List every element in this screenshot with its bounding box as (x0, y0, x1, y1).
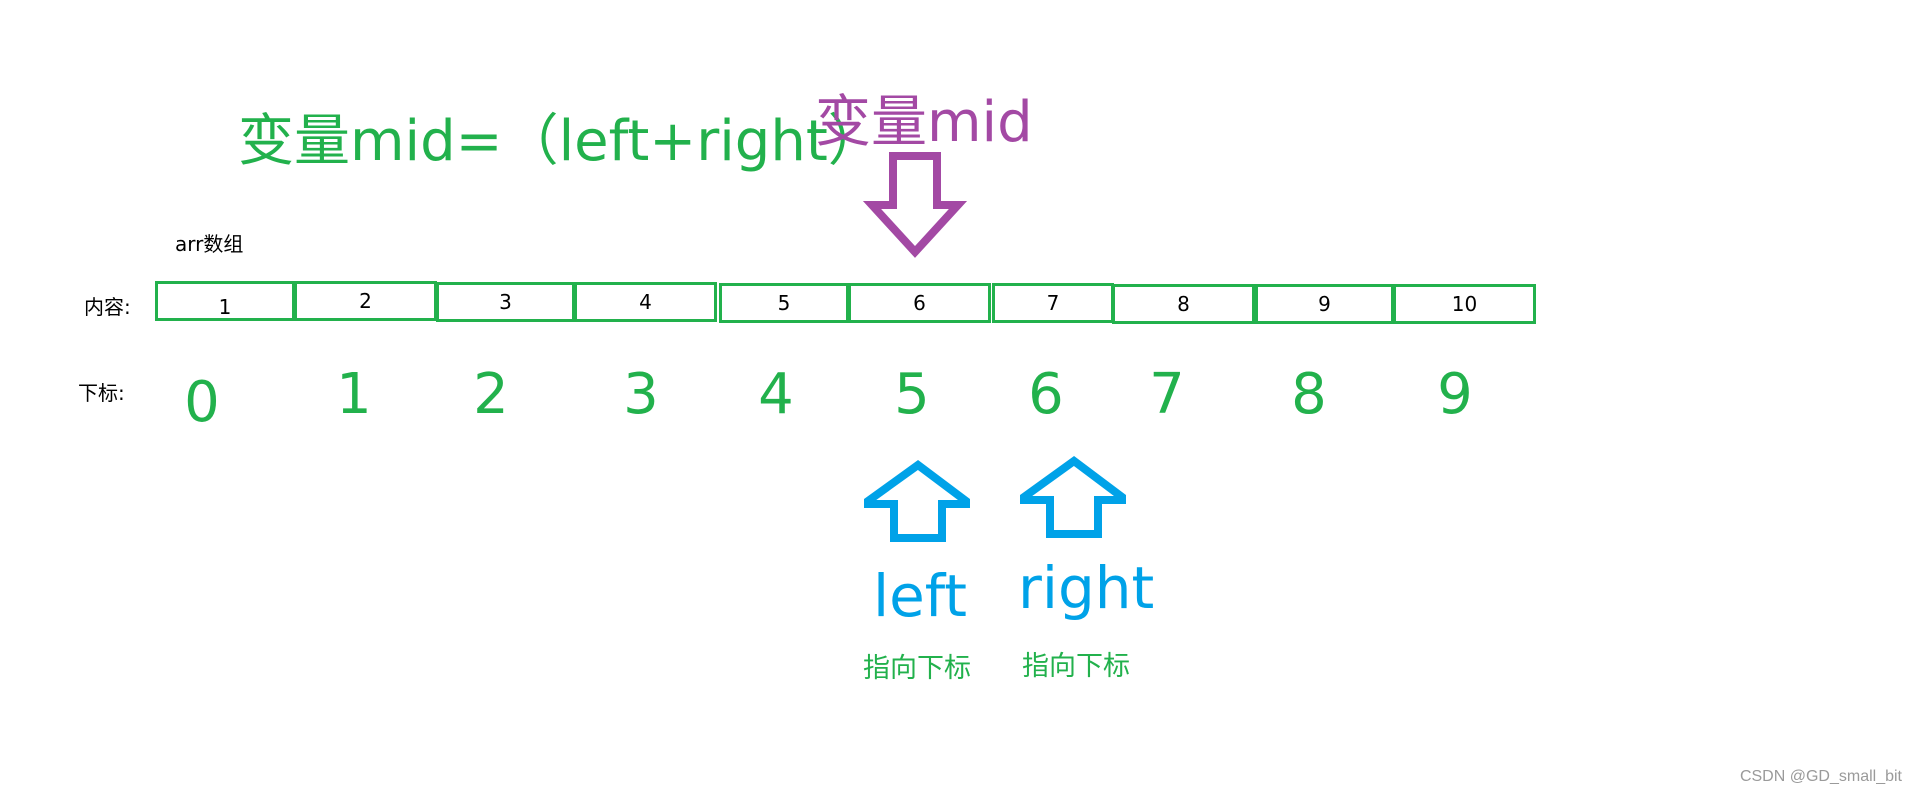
array-cell: 8 (1112, 284, 1255, 324)
index-number: 2 (473, 362, 509, 427)
index-number: 1 (336, 362, 372, 427)
left-label: left (873, 562, 967, 630)
cell-value: 5 (777, 291, 791, 315)
index-number: 4 (758, 362, 794, 427)
array-cell: 5 (719, 283, 849, 323)
watermark: CSDN @GD_small_bit (1739, 768, 1902, 785)
array-cell: 2 (294, 281, 437, 321)
array-cell: 3 (436, 282, 575, 322)
index-number: 0 (184, 370, 220, 435)
index-number: 6 (1028, 362, 1064, 427)
index-row-label: 下标: (78, 381, 125, 405)
cell-value: 7 (1046, 291, 1060, 315)
up-arrow-icon (1020, 456, 1126, 538)
cell-value: 10 (1451, 292, 1478, 316)
mid-formula: 变量mid=（left+right） (238, 109, 884, 174)
cell-value: 1 (218, 295, 232, 319)
mid-label: 变量mid (815, 90, 1033, 155)
array-cell: 10 (1393, 284, 1536, 324)
cell-value: 6 (913, 291, 926, 315)
array-cell: 6 (848, 283, 991, 323)
cell-value: 8 (1177, 292, 1190, 316)
cell-value: 9 (1318, 292, 1331, 316)
array-cell: 4 (574, 282, 717, 322)
down-arrow-icon (862, 152, 968, 258)
index-number: 3 (623, 362, 659, 427)
array-label: arr数组 (175, 232, 244, 256)
right-label: right (1018, 554, 1155, 622)
right-description: 指向下标 (1022, 651, 1130, 682)
left-description: 指向下标 (863, 653, 971, 684)
index-number: 8 (1291, 362, 1327, 427)
index-number: 9 (1437, 362, 1473, 427)
cell-value: 4 (639, 290, 652, 314)
array-cell: 9 (1255, 284, 1394, 324)
index-number: 5 (894, 362, 930, 427)
array-cell: 7 (992, 283, 1114, 323)
content-row-label: 内容: (84, 295, 131, 319)
cell-value: 2 (359, 289, 372, 313)
index-number: 7 (1149, 362, 1185, 427)
array-cell: 1 (155, 281, 295, 321)
up-arrow-icon (864, 460, 970, 542)
cell-value: 3 (499, 290, 512, 314)
